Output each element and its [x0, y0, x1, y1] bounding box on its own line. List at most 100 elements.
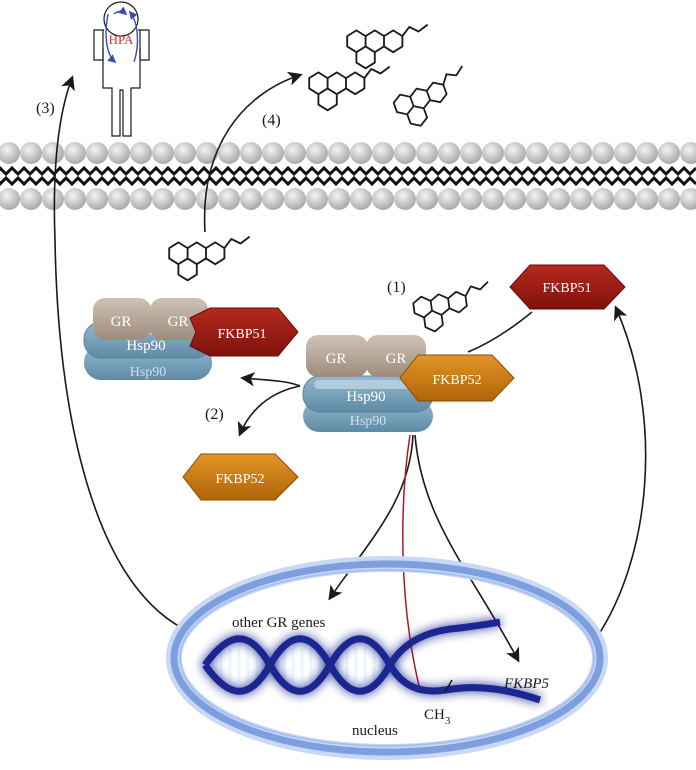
lipid-head [174, 188, 196, 210]
lipid-head [108, 142, 130, 164]
free-fkbp52: FKBP52 [182, 453, 299, 501]
fkbp5-gene-label: FKBP5 [503, 676, 549, 692]
fkbp51-binding-line [467, 311, 533, 353]
lipid-head [394, 188, 416, 210]
lipid-head [658, 142, 680, 164]
lipid-head [174, 142, 196, 164]
lipid-head [636, 188, 658, 210]
lipid-head [526, 142, 548, 164]
steroid-molecule-icon [168, 235, 251, 282]
lipid-head [482, 188, 504, 210]
arrow-step-2-left [240, 372, 301, 387]
lipid-head [592, 188, 614, 210]
lipid-head [152, 142, 174, 164]
lipid-head [658, 188, 680, 210]
step-3-label: (3) [36, 100, 55, 117]
fkbp52-label: FKBP52 [432, 373, 481, 388]
lipid-head [218, 188, 240, 210]
fkbp51-protein [509, 264, 626, 310]
step-1-label: (1) [387, 279, 406, 296]
methylation-tick [444, 679, 453, 693]
hsp90-label: Hsp90 [346, 389, 385, 405]
lipid-head [64, 188, 86, 210]
lipid-head [614, 188, 636, 210]
lipid-head [240, 188, 262, 210]
hsp90-lower-label: Hsp90 [130, 365, 167, 380]
steroid-molecule-icon [389, 65, 478, 133]
dna-double-helix-icon [202, 618, 542, 704]
lipid-head [196, 188, 218, 210]
lipid-head [372, 142, 394, 164]
fkbp52-protein [399, 354, 515, 402]
arrow-step-4 [203, 71, 303, 233]
hsp90-lower-label: Hsp90 [350, 414, 387, 429]
lipid-head [570, 188, 592, 210]
lipid-tails [0, 165, 696, 177]
lipid-head [592, 142, 614, 164]
gr-label: GR [386, 351, 407, 367]
steroid-molecule-icon [346, 23, 429, 70]
gr-hsp90-fkbp52-complex: Hsp90 Hsp90 GR GR FKBP52 [302, 335, 515, 432]
fkbp52-protein [182, 453, 299, 501]
gr-hsp90-fkbp51-complex: Hsp90 Hsp90 GR GR FKBP51 [83, 298, 299, 380]
lipid-head [416, 142, 438, 164]
hpa-label: HPA [109, 32, 134, 47]
lipid-head [306, 142, 328, 164]
lipid-head [350, 142, 372, 164]
lipid-head [284, 142, 306, 164]
lipid-head [680, 188, 696, 210]
lipid-head [548, 188, 570, 210]
lipid-head [350, 188, 372, 210]
gr-label: GR [111, 314, 132, 330]
fkbp51-label: FKBP51 [217, 327, 266, 342]
other-gr-genes-label: other GR genes [232, 615, 325, 631]
lipid-head [328, 142, 350, 164]
steroid-molecule-icon [308, 65, 391, 112]
gr-label: GR [326, 351, 347, 367]
arrow-to-fkbp5 [414, 434, 520, 663]
arrow-step-2-down [237, 385, 301, 437]
fkbp51-label: FKBP51 [542, 281, 591, 296]
lipid-head [108, 188, 130, 210]
nucleus [166, 556, 608, 760]
free-fkbp51: FKBP51 [509, 264, 626, 310]
lipid-head [438, 142, 460, 164]
lipid-head [130, 188, 152, 210]
step-2-label: (2) [205, 406, 224, 423]
lipid-head [526, 188, 548, 210]
lipid-head [20, 142, 42, 164]
lipid-head [328, 188, 350, 210]
fkbp52-label: FKBP52 [215, 472, 264, 487]
hsp90-label: Hsp90 [126, 338, 165, 354]
lipid-head [460, 142, 482, 164]
lipid-head [306, 188, 328, 210]
gr-label: GR [168, 314, 189, 330]
lipid-head [636, 142, 658, 164]
lipid-head [0, 188, 20, 210]
lipid-head [504, 188, 526, 210]
steroid-molecule-icon [410, 280, 495, 335]
gr-right-subunit [150, 298, 208, 340]
lipid-head [482, 142, 504, 164]
lipid-head [196, 142, 218, 164]
lipid-head [614, 142, 636, 164]
lipid-head [548, 142, 570, 164]
cell-membrane [0, 142, 696, 210]
lipid-head [262, 188, 284, 210]
lipid-head [64, 142, 86, 164]
lipid-head [42, 188, 64, 210]
lipid-head [570, 142, 592, 164]
methyl-label: CH3 [424, 707, 451, 727]
arrow-step-3 [53, 75, 183, 629]
human-body-icon [93, 1, 150, 137]
step-4-label: (4) [262, 112, 281, 129]
lipid-head [240, 142, 262, 164]
lipid-head [130, 142, 152, 164]
gr-left-subunit [93, 298, 151, 340]
lipid-tails [0, 175, 696, 187]
arrow-to-other-genes [328, 434, 414, 601]
lipid-head [416, 188, 438, 210]
lipid-head [0, 142, 20, 164]
lipid-head [284, 188, 306, 210]
